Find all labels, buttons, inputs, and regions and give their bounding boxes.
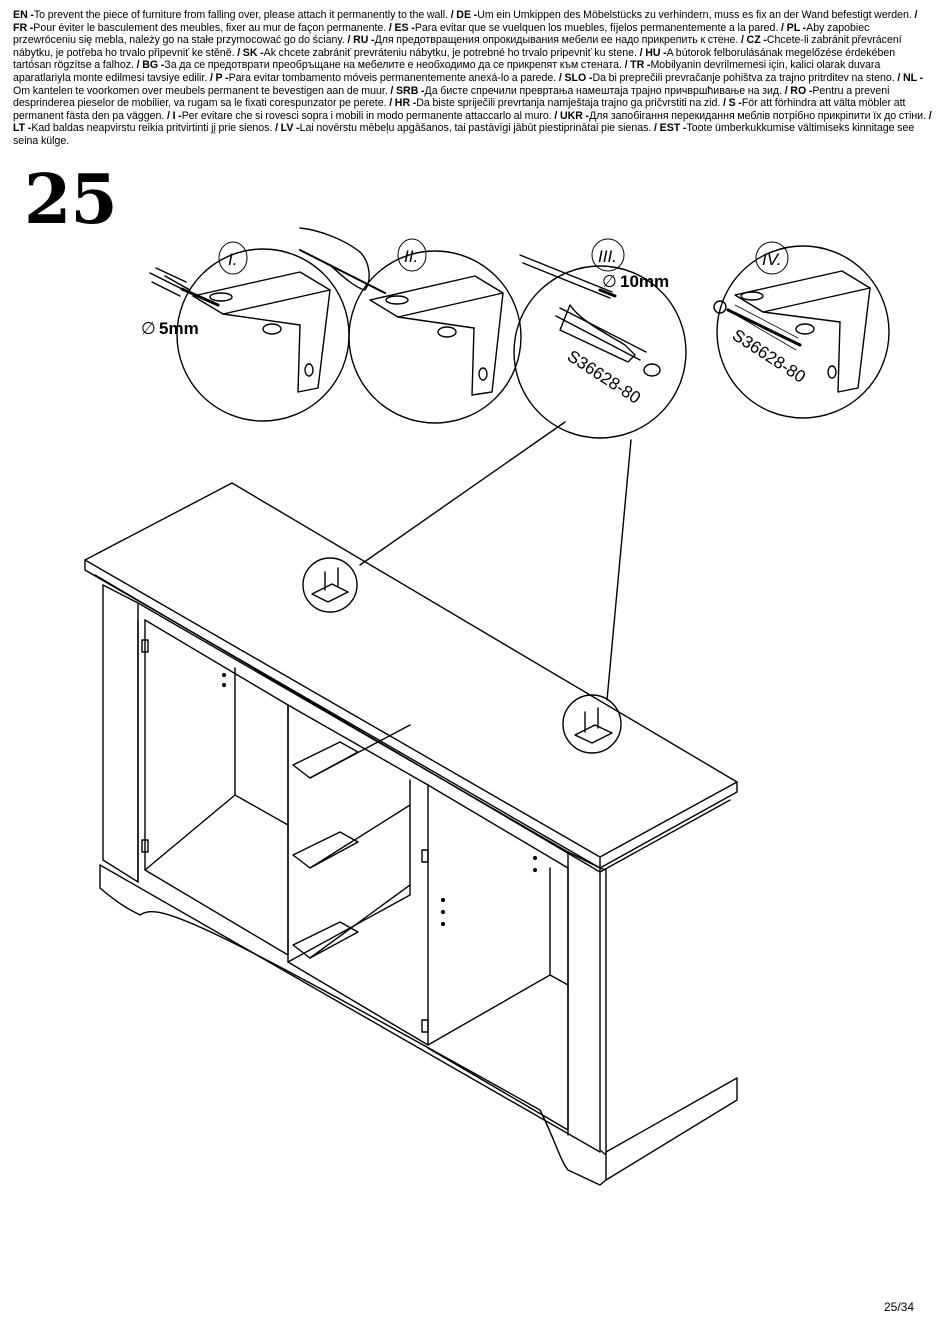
language-code-lv: / LV - xyxy=(272,122,300,135)
step-label-4: IV. xyxy=(762,250,782,269)
instruction-text-tr: Mobilyanin devrilmemesi için, kalici ola… xyxy=(13,59,881,84)
instruction-text-p: Para evitar tombamento móveis permanente… xyxy=(228,71,557,84)
language-code-ru: / RU - xyxy=(344,34,375,47)
instruction-text-pl: Aby zapobiec przewróceniu się mebla, nal… xyxy=(13,21,870,47)
instruction-text-de: Um ein Umkippen des Möbelstücks zu verhi… xyxy=(477,9,912,21)
language-code-pl: / PL - xyxy=(778,21,807,34)
safety-warning-text: EN -To prevent the piece of furniture fr… xyxy=(13,9,933,148)
language-code-p: / P - xyxy=(207,71,229,84)
instruction-text-lv: Lai novērstu mēbeļu apgāšanos, tai pastā… xyxy=(299,122,652,135)
language-code-hr: / HR - xyxy=(386,97,417,110)
instruction-text-sk: Ak chcete zabrániť prevráteniu nábytku, … xyxy=(263,46,637,59)
step-label-3: III. xyxy=(598,247,617,266)
language-code-en: EN - xyxy=(13,9,34,21)
diameter-icon-2: ∅ xyxy=(602,272,617,291)
language-code-bg: / BG - xyxy=(134,59,165,72)
instruction-text-srb: Да бисте спречили превртања намештаја тр… xyxy=(424,84,783,97)
language-code-ukr: / UKR - xyxy=(551,109,590,122)
language-code-lt: / LT - xyxy=(13,109,932,135)
instruction-text-fr: Pour éviter le basculement des meubles, … xyxy=(33,21,387,34)
language-code-fr: / FR - xyxy=(13,9,918,34)
language-code-tr: / TR - xyxy=(621,59,651,72)
language-code-de: / DE - xyxy=(448,9,478,21)
callout-left xyxy=(302,557,358,613)
language-code-i: / I - xyxy=(164,109,182,122)
detail-circle-4 xyxy=(713,245,890,419)
language-code-cz: / CZ - xyxy=(738,34,767,47)
instruction-text-slo: Da bi preprečili prevračanje pohištva za… xyxy=(592,71,895,84)
instruction-text-hu: A bútorok felborulásának megelőzése érde… xyxy=(13,46,896,72)
instruction-text-en: To prevent the piece of furniture from f… xyxy=(33,9,449,21)
language-code-sk: / SK - xyxy=(234,46,264,59)
language-code-est: / EST - xyxy=(651,122,687,135)
drill-size-large: 10mm xyxy=(620,272,669,291)
instruction-text-i: Per evitare che si rovesci sopra i mobil… xyxy=(181,109,552,122)
callout-right xyxy=(562,694,622,754)
page-number: 25/34 xyxy=(883,1300,914,1314)
language-code-hu: / HU - xyxy=(636,46,667,59)
instruction-text-cz: Chcete-li zabránit převrácení nábytku, j… xyxy=(13,34,902,59)
language-code-srb: / SRB - xyxy=(387,84,425,97)
instruction-text-ru: Для предотвращения опрокидывания мебели … xyxy=(374,34,739,47)
detail-circle-2 xyxy=(299,227,522,424)
instruction-text-nl: Om kantelen te voorkomen over meubels pe… xyxy=(13,84,388,97)
step-label-1: I. xyxy=(228,250,237,269)
instruction-text-est: Toote ümberkukkumise vältimiseks kinnita… xyxy=(13,122,915,147)
instruction-text-ukr: Для запобігання перекидання меблів потрі… xyxy=(589,109,927,122)
step-number: 25 xyxy=(24,160,118,240)
language-code-slo: / SLO - xyxy=(556,71,593,84)
instruction-text-ro: Pentru a preveni desprinderea pieselor d… xyxy=(13,84,890,110)
instruction-text-s: För att förhindra att välta möbler att p… xyxy=(13,97,906,122)
language-code-es: / ES - xyxy=(386,21,415,34)
language-code-ro: / RO - xyxy=(782,84,813,97)
diameter-icon-1: ∅ xyxy=(141,319,156,338)
step-label-2: II. xyxy=(404,247,418,266)
detail-circle-1 xyxy=(149,248,350,422)
detail-circle-3 xyxy=(513,254,687,439)
drill-size-small: 5mm xyxy=(159,319,199,338)
sideboard-cabinet xyxy=(84,482,738,1186)
instruction-text-es: Para evitar que se vuelquen los muebles,… xyxy=(414,21,779,34)
part-code-screw: S36628-80 xyxy=(729,325,809,386)
instruction-text-bg: За да се предотврати преобръщане на мебе… xyxy=(164,59,622,72)
language-code-s: / S - xyxy=(720,97,742,110)
instruction-text-hr: Da biste spriječili prevrtanja namještaj… xyxy=(416,97,721,110)
instruction-text-lt: Kad baldas neapvirstu reikia pritvirtint… xyxy=(31,122,273,135)
language-code-nl: / NL - xyxy=(894,71,924,84)
